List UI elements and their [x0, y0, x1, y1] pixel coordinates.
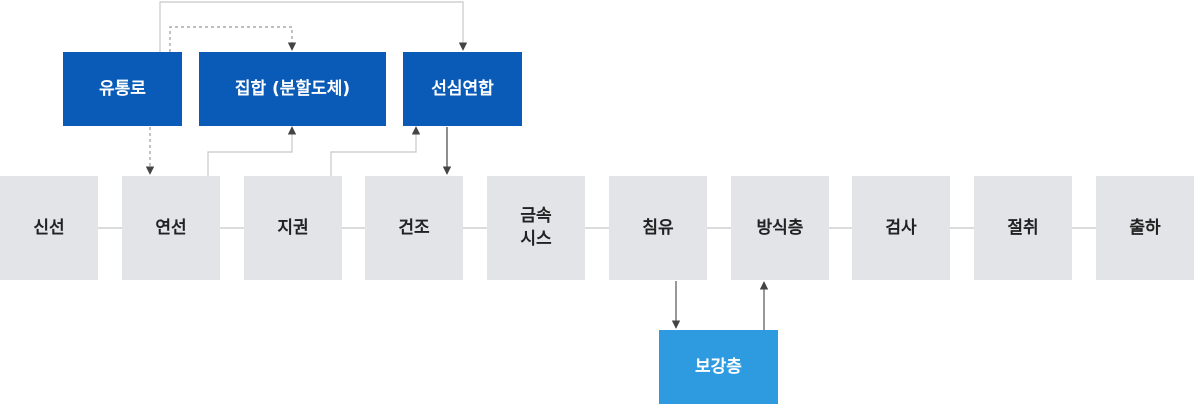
process-box-chulha: 출하	[1096, 176, 1194, 280]
process-box-chimyu: 침유	[609, 176, 707, 280]
connector-yutongro-to-seonsim	[159, 1, 468, 52]
process-box-sinseon: 신선	[0, 176, 98, 280]
branch-label: 선심연합	[431, 78, 494, 99]
process-label: 연선	[155, 217, 187, 238]
connector-jigwon-to-seonsim	[330, 126, 421, 176]
process-label: 건조	[398, 217, 430, 238]
branch-box-seonsim: 선심연합	[403, 52, 522, 126]
branch-box-jiphap: 집합 (분할도체)	[199, 52, 386, 126]
branch-label: 집합 (분할도체)	[234, 78, 351, 99]
process-label: 방식층	[756, 217, 804, 238]
process-label: 지권	[277, 217, 309, 238]
process-label: 검사	[885, 217, 917, 238]
branch-box-yutongro: 유통로	[63, 52, 182, 126]
process-label: 절취	[1007, 217, 1039, 238]
process-label: 출하	[1129, 217, 1161, 238]
side-box-bogangcheung: 보강층	[659, 330, 778, 404]
process-box-jeolchwi: 절취	[974, 176, 1072, 280]
connector-yeonseon-to-jiphap	[207, 126, 297, 176]
process-box-bangsikcheung: 방식층	[731, 176, 829, 280]
branch-label: 유통로	[99, 78, 146, 99]
side-label: 보강층	[695, 356, 742, 377]
connector-yutongro-to-jiphap-dashed	[169, 26, 297, 52]
process-label: 금속 시스	[520, 206, 552, 249]
process-box-geumsok: 금속 시스	[487, 176, 585, 280]
process-box-geonjo: 건조	[365, 176, 463, 280]
process-box-jigwon: 지권	[244, 176, 342, 280]
process-label: 신선	[33, 217, 65, 238]
process-box-yeonseon: 연선	[122, 176, 220, 280]
process-box-geomsa: 검사	[852, 176, 950, 280]
process-label: 침유	[642, 217, 674, 238]
